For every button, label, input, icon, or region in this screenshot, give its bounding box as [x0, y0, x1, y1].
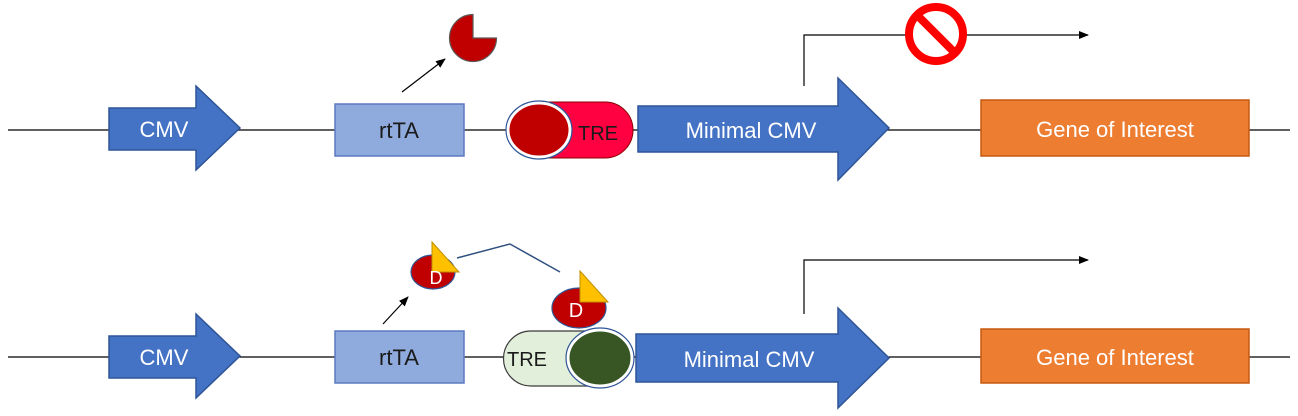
prohibited-icon	[905, 3, 967, 65]
rtta-dox-bound-tre	[566, 328, 634, 388]
tre-label-on: TRE	[507, 349, 547, 371]
gene-of-interest-off: Gene of Interest	[980, 99, 1250, 157]
rtta-gene-on: rtTA	[334, 330, 465, 384]
cmv-promoter-off: CMV	[108, 84, 242, 172]
cmv-promoter-on: CMV	[108, 312, 242, 400]
cmv-label-on: CMV	[140, 345, 189, 370]
row-off: CMV rtTA TRE Minimal CMV Gene of Interes…	[8, 3, 1290, 182]
gene-of-interest-on: Gene of Interest	[980, 328, 1250, 384]
rtta-label-on: rtTA	[379, 345, 419, 370]
rtta-bound-tre	[506, 101, 572, 159]
minimal-cmv-label-on: Minimal CMV	[684, 347, 815, 372]
minimal-cmv-on: Minimal CMV	[635, 306, 891, 410]
expression-arrow-off	[401, 58, 446, 93]
cmv-label-off: CMV	[140, 117, 189, 142]
rtta-protein-free	[448, 13, 498, 63]
rtta-dox-complex-active: D	[551, 269, 610, 329]
dox-label-bound: D	[569, 300, 583, 322]
tre-element-off: TRE	[505, 100, 634, 160]
rtta-dox-complex-free: D	[410, 240, 461, 290]
rtta-label-off: rtTA	[379, 118, 419, 143]
dox-binding-connector	[456, 243, 561, 273]
tre-element-on: TRE	[502, 327, 635, 389]
dox-label-free: D	[430, 268, 443, 288]
minimal-cmv-off: Minimal CMV	[637, 76, 891, 182]
tre-label-off: TRE	[578, 123, 618, 145]
expression-arrow-on	[382, 296, 409, 325]
row-on: CMV rtTA D D TRE Minimal CMV	[8, 240, 1290, 410]
gene-label-off: Gene of Interest	[1036, 117, 1194, 142]
minimal-cmv-label-off: Minimal CMV	[686, 118, 817, 143]
gene-label-on: Gene of Interest	[1036, 345, 1194, 370]
rtta-gene-off: rtTA	[334, 103, 465, 157]
transcription-arrow-off	[803, 31, 1089, 86]
transcription-arrow-on	[803, 256, 1089, 314]
